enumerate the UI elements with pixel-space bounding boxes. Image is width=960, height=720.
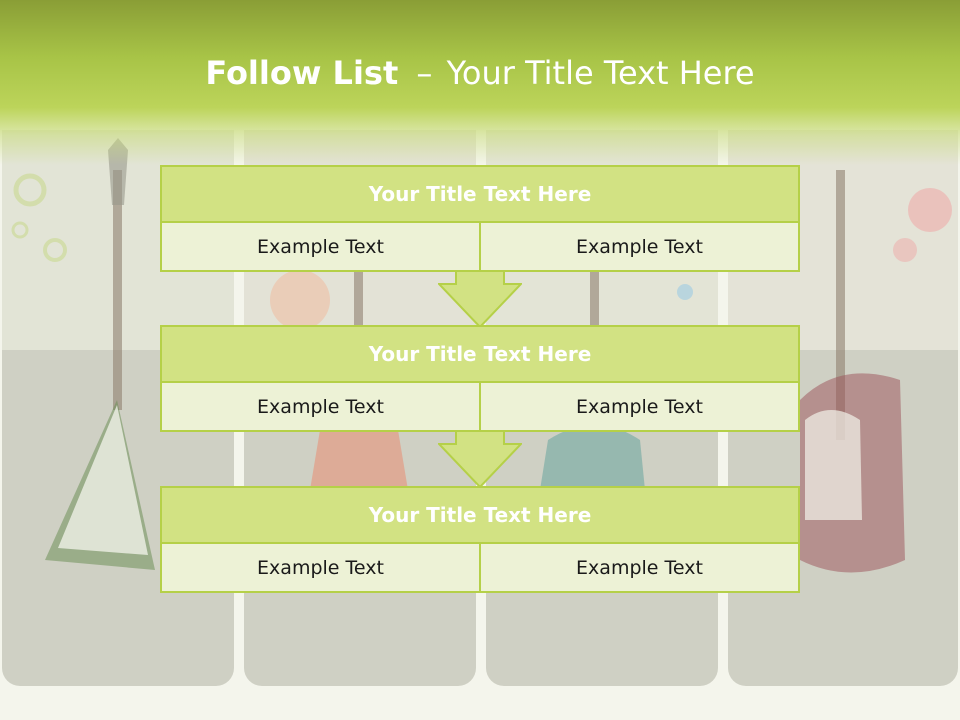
block-cell-left: Example Text (162, 544, 479, 591)
block-title: Your Title Text Here (162, 167, 798, 223)
list-block-3: Your Title Text Here Example Text Exampl… (160, 486, 800, 593)
block-title: Your Title Text Here (162, 488, 798, 544)
down-arrow-icon (438, 270, 522, 328)
title-banner (0, 0, 960, 165)
block-cell-left: Example Text (162, 383, 479, 430)
block-row: Example Text Example Text (162, 223, 798, 270)
block-cell-left: Example Text (162, 223, 479, 270)
down-arrow-icon (438, 430, 522, 488)
slide-title-bold: Follow List (205, 54, 399, 92)
block-title: Your Title Text Here (162, 327, 798, 383)
list-block-1: Your Title Text Here Example Text Exampl… (160, 165, 800, 272)
block-cell-right: Example Text (479, 223, 798, 270)
slide-title-separator: – (416, 54, 433, 92)
block-row: Example Text Example Text (162, 383, 798, 430)
block-cell-right: Example Text (479, 544, 798, 591)
slide-title: Follow List – Your Title Text Here (0, 54, 960, 92)
block-row: Example Text Example Text (162, 544, 798, 591)
block-cell-right: Example Text (479, 383, 798, 430)
list-block-2: Your Title Text Here Example Text Exampl… (160, 325, 800, 432)
slide-title-rest: Your Title Text Here (446, 54, 755, 92)
